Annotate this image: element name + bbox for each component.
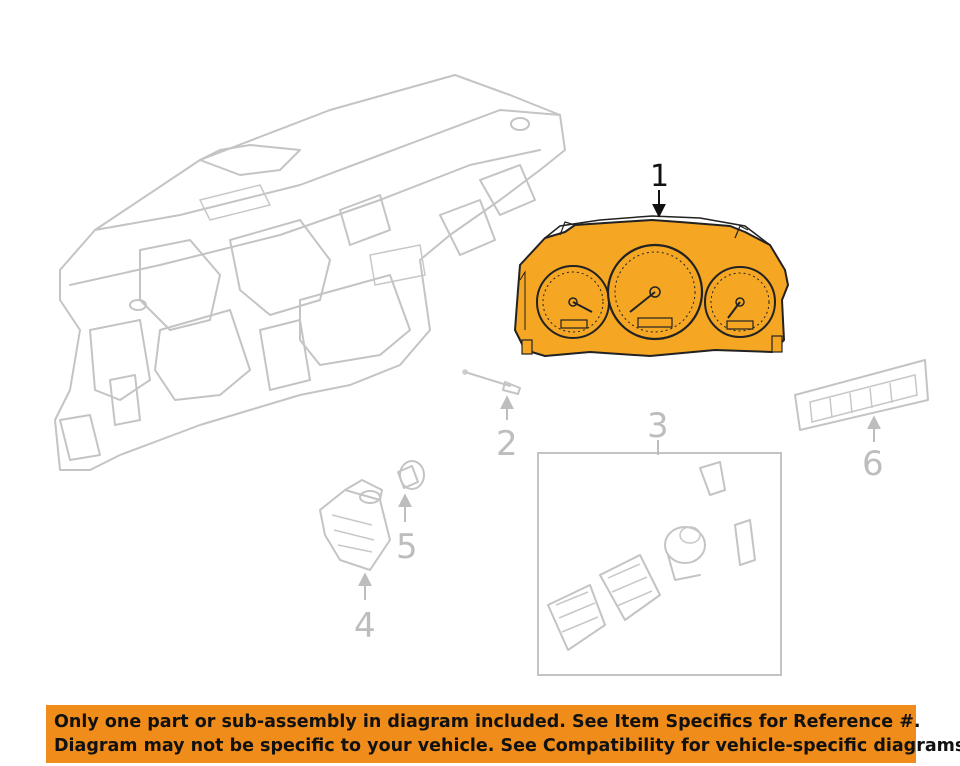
- callout-1: 1: [650, 159, 669, 194]
- disclaimer-line-2: Diagram may not be specific to your vehi…: [54, 736, 960, 756]
- part-5-knob: [397, 460, 425, 490]
- disclaimer-banner: Only one part or sub-assembly in diagram…: [46, 705, 960, 763]
- part-4-switch-module: [319, 479, 391, 571]
- dashboard-panel-ghost: [54, 74, 566, 471]
- callout-6: 6: [862, 444, 884, 484]
- part-3-switch-group: [537, 452, 782, 676]
- disclaimer-line-1: Only one part or sub-assembly in diagram…: [54, 712, 921, 732]
- callout-2: 2: [496, 424, 518, 464]
- callout-4: 4: [354, 606, 376, 646]
- part-6-switch-bar: [794, 359, 929, 431]
- callout-3: 3: [647, 406, 669, 446]
- part-2-pin: [462, 369, 521, 395]
- parts-diagram: 1 2 3 4 5 6: [54, 74, 929, 676]
- callout-5: 5: [396, 527, 418, 567]
- instrument-cluster[interactable]: [514, 215, 789, 357]
